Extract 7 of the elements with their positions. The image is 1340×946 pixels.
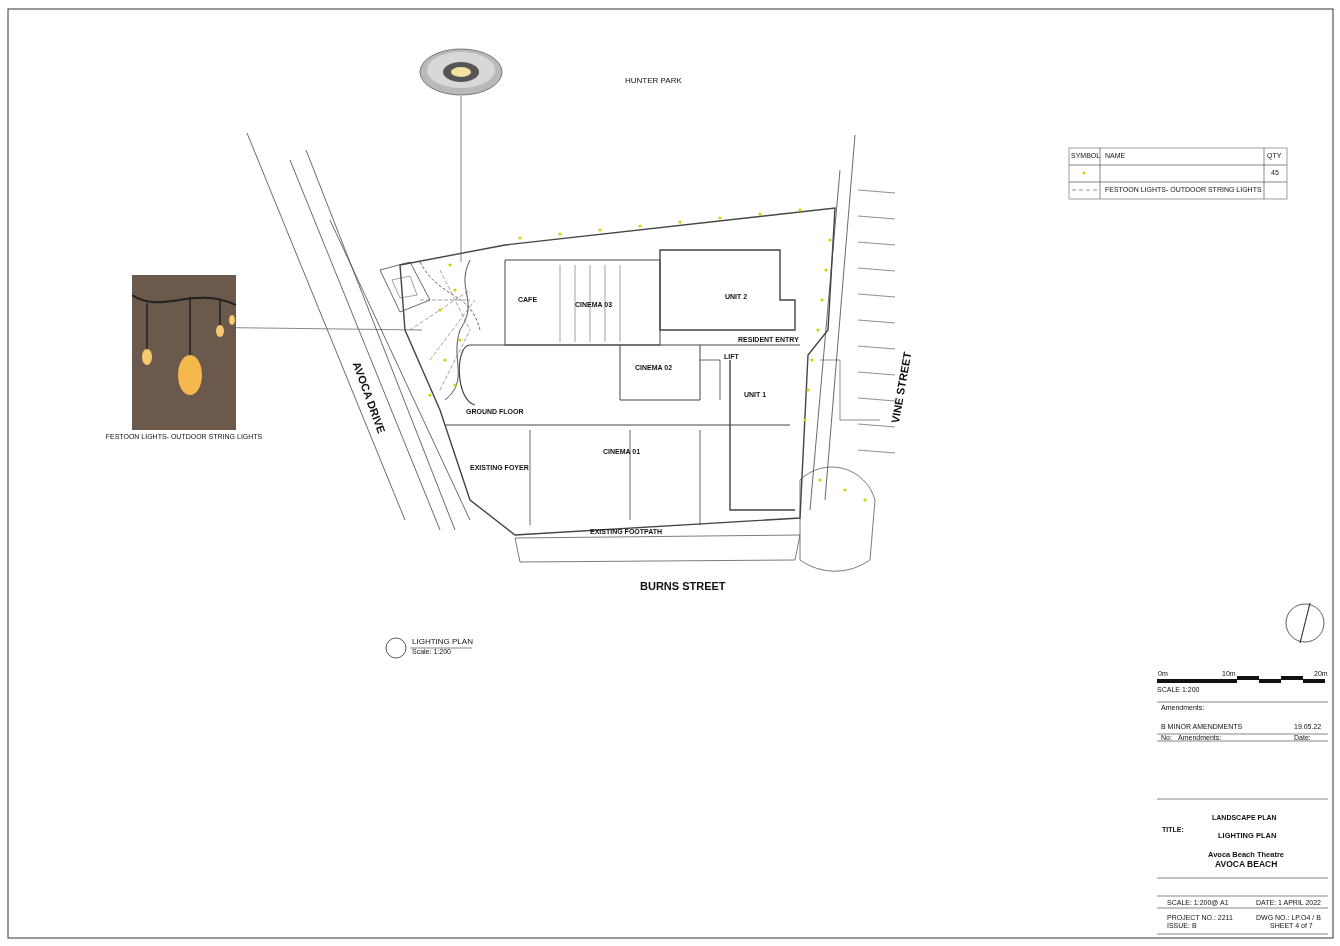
street-name: VINE STREET xyxy=(889,350,914,425)
place-label: HUNTER PARK xyxy=(625,77,682,86)
leader-line xyxy=(235,327,423,331)
leader-line xyxy=(460,95,462,263)
project-location: AVOCA BEACH xyxy=(1215,860,1278,870)
street-name: BURNS STREET xyxy=(640,580,726,593)
drawing-title: LIGHTING PLAN xyxy=(412,638,473,647)
